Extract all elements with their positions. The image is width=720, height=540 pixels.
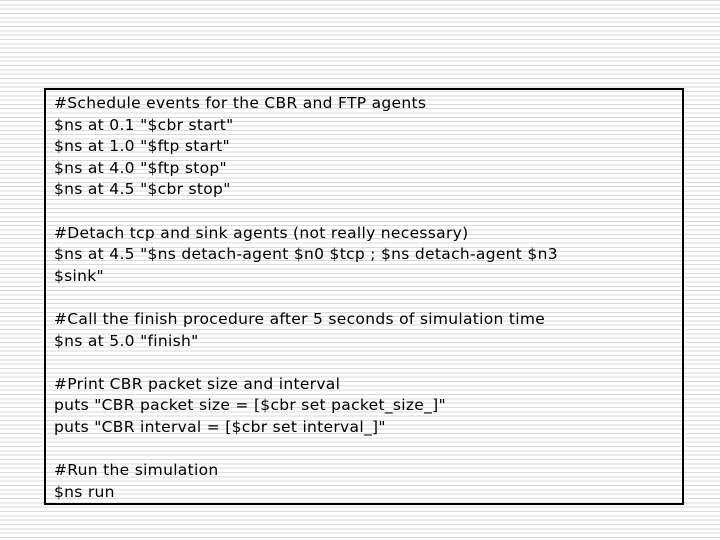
code-line: $ns at 4.5 "$ns detach-agent $n0 $tcp ; … xyxy=(54,245,558,264)
code-line-blank xyxy=(54,439,676,461)
code-line: #Detach tcp and sink agents (not really … xyxy=(54,223,469,242)
code-box: #Schedule events for the CBR and FTP age… xyxy=(44,88,684,505)
code-line: #Run the simulation xyxy=(54,461,219,480)
code-line: $ns at 0.1 "$cbr start" xyxy=(54,115,234,134)
code-line: $sink" xyxy=(54,266,104,285)
code-line-blank xyxy=(54,287,676,309)
code-line: $ns at 4.5 "$cbr stop" xyxy=(54,180,231,199)
code-line: puts "CBR interval = [$cbr set interval_… xyxy=(54,417,386,436)
code-line: $ns at 1.0 "$ftp start" xyxy=(54,137,230,156)
code-line: $ns at 4.0 "$ftp stop" xyxy=(54,158,227,177)
code-line: puts "CBR packet size = [$cbr set packet… xyxy=(54,396,446,415)
code-line: #Call the finish procedure after 5 secon… xyxy=(54,309,546,328)
code-line: $ns run xyxy=(54,482,115,501)
code-line: #Schedule events for the CBR and FTP age… xyxy=(54,94,427,112)
code-line-blank xyxy=(54,201,676,223)
code-line-blank xyxy=(54,352,676,374)
code-line: $ns at 5.0 "finish" xyxy=(54,331,199,350)
code-line: #Print CBR packet size and interval xyxy=(54,374,341,393)
